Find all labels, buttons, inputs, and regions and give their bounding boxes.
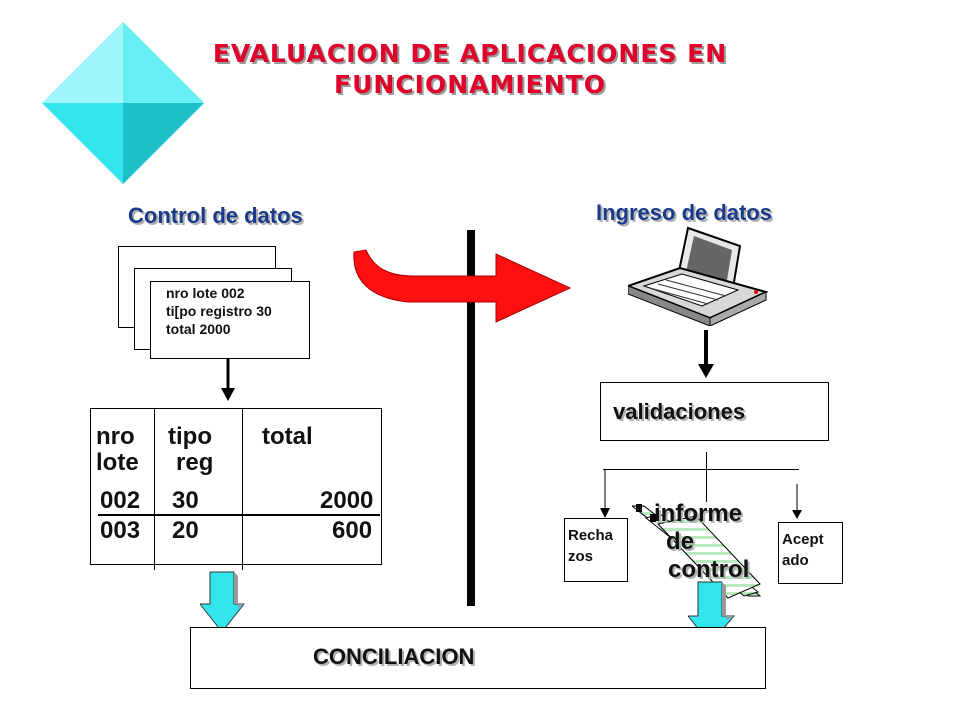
aceptado-box: Acept ado bbox=[778, 522, 843, 584]
table-row: 003 bbox=[100, 517, 141, 544]
table-divider-2 bbox=[242, 408, 243, 570]
center-divider bbox=[467, 230, 475, 606]
branch-line bbox=[603, 469, 799, 470]
control-table bbox=[90, 408, 382, 565]
cyan-down-arrow-left-icon bbox=[200, 571, 246, 633]
table-cell-total: 600 bbox=[332, 517, 373, 544]
validaciones-box: validaciones bbox=[600, 382, 829, 441]
validaciones-label: validaciones bbox=[613, 399, 746, 424]
rechazos-box: Recha zos bbox=[564, 518, 628, 582]
table-cell-total: 2000 bbox=[320, 487, 374, 514]
conciliacion-box: CONCILIACION bbox=[190, 627, 766, 689]
header-total: total bbox=[262, 423, 313, 450]
title-line-1: EVALUACION DE APLICACIONES EN bbox=[212, 39, 728, 68]
conciliacion-label: CONCILIACION bbox=[313, 644, 475, 669]
page-title: EVALUACION DE APLICACIONES EN FUNCIONAMI… bbox=[160, 38, 780, 100]
arrow-to-rechazos-icon bbox=[600, 470, 610, 518]
curved-red-arrow-icon bbox=[353, 249, 572, 323]
down-arrow-icon bbox=[698, 330, 714, 378]
control-de-datos-heading: Control de datos bbox=[128, 203, 303, 228]
document-card-front: nro lote 002 ti[po registro 30 total 200… bbox=[150, 281, 310, 359]
table-row: 002 bbox=[100, 487, 141, 514]
down-arrow-icon bbox=[221, 358, 235, 401]
title-line-2: FUNCIONAMIENTO bbox=[334, 70, 606, 99]
card-line-lote: nro lote 002 bbox=[166, 285, 245, 301]
card-line-tipo: ti[po registro 30 bbox=[166, 303, 272, 319]
diamond-bullet-icon bbox=[42, 22, 204, 184]
table-divider-1 bbox=[154, 408, 155, 570]
table-cell-tipo: 30 bbox=[172, 487, 199, 514]
informe-de-control-label: informe de control bbox=[654, 500, 750, 583]
header-tipo-reg: tipo reg bbox=[168, 423, 214, 476]
header-nro-lote: nro lote bbox=[96, 423, 139, 476]
laptop-computer-icon bbox=[628, 226, 768, 326]
branch-stem bbox=[706, 452, 707, 502]
ingreso-de-datos-heading: Ingreso de datos bbox=[596, 200, 773, 225]
table-row-separator bbox=[98, 514, 380, 516]
table-cell-tipo: 20 bbox=[172, 517, 199, 544]
report-papers-icon bbox=[632, 504, 762, 599]
arrow-to-aceptado-icon bbox=[792, 484, 802, 519]
card-line-total: total 2000 bbox=[166, 321, 231, 337]
